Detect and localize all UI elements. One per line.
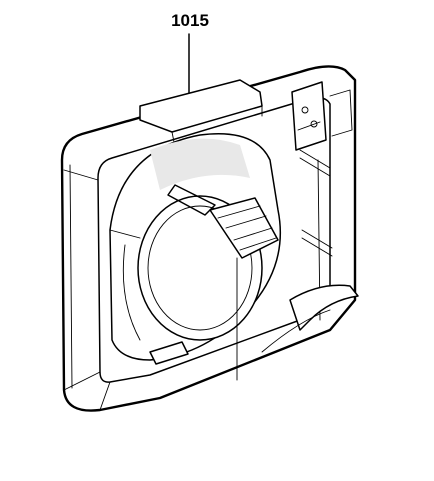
blower-scroll	[109, 133, 282, 361]
part-callout-label: 1015	[171, 11, 209, 30]
control-board	[291, 81, 353, 151]
top-cover-plate	[139, 79, 263, 143]
lower-flap	[261, 284, 359, 353]
bottom-tab	[149, 341, 189, 365]
blower-outlet	[167, 184, 279, 259]
